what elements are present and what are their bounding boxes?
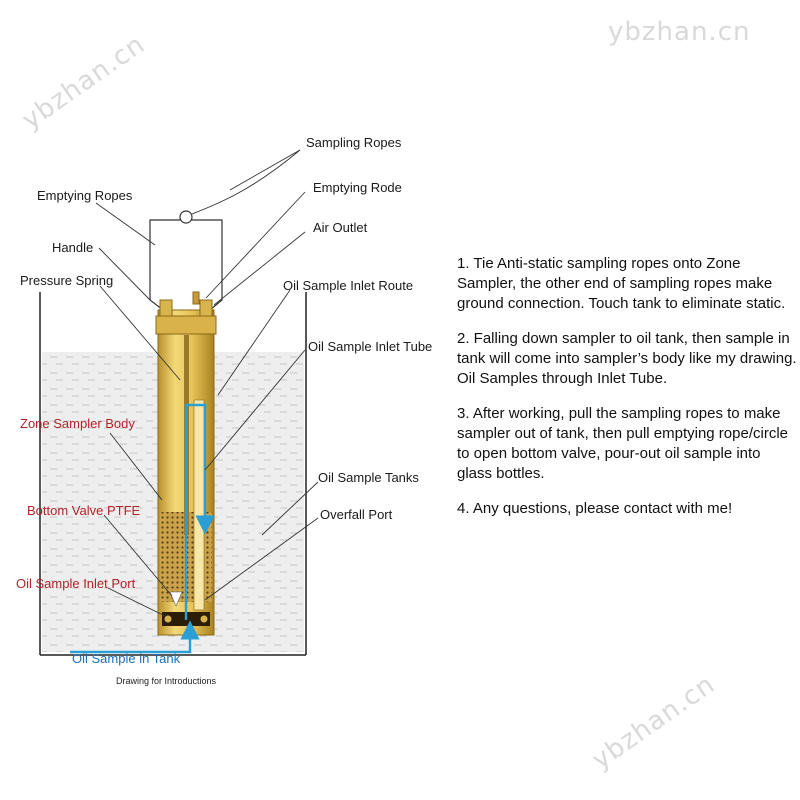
label-sampling-ropes: Sampling Ropes xyxy=(306,135,402,150)
bottom-valve xyxy=(169,591,183,607)
instruction-step-1: 1. Tie Anti-static sampling ropes onto Z… xyxy=(457,255,786,312)
label-handle: Handle xyxy=(52,240,93,255)
label-inlet-route: Oil Sample Inlet Route xyxy=(283,278,413,293)
leader-sampler-body xyxy=(109,432,163,501)
inlet-port-left xyxy=(164,615,172,623)
label-overfall-port: Overfall Port xyxy=(320,507,393,522)
flow-up-down-arrow xyxy=(184,403,215,620)
watermark-bottom: ybzhan.cn xyxy=(587,669,721,775)
leader-air-outlet xyxy=(213,231,306,306)
instruction-step-4: 4. Any questions, please contact with me… xyxy=(457,500,733,517)
instruction-step-3: 3. After working, pull the sampling rope… xyxy=(457,405,789,482)
label-oil-in-tank: Oil Sample in Tank xyxy=(72,651,181,666)
watermark-top: ybzhan.cn xyxy=(608,17,750,47)
label-emptying-rode: Emptying Rode xyxy=(313,180,402,195)
leader-emptying-ropes xyxy=(95,202,156,246)
air-outlet xyxy=(192,291,200,305)
flow-in-arrow xyxy=(70,620,200,654)
inlet-port-right xyxy=(200,615,208,623)
label-air-outlet: Air Outlet xyxy=(313,220,368,235)
leader-inlet-tube xyxy=(204,349,306,471)
watermark-left: ybzhan.cn xyxy=(17,29,151,135)
label-bottom-valve: Bottom Valve PTFE xyxy=(27,503,141,518)
top-cap xyxy=(155,315,217,335)
rope-ring-icon xyxy=(179,210,193,224)
leader-inlet-route xyxy=(217,289,291,396)
instruction-step-2: 2. Falling down sampler to oil tank, the… xyxy=(457,330,797,387)
leader-overfall-port xyxy=(204,517,319,601)
label-inlet-tube: Oil Sample Inlet Tube xyxy=(308,339,432,354)
label-inlet-port: Oil Sample Inlet Port xyxy=(16,576,136,591)
instructions-panel: 1. Tie Anti-static sampling ropes onto Z… xyxy=(457,254,797,534)
inlet-tube xyxy=(193,399,205,611)
handle xyxy=(149,149,301,311)
sampling-rope-line xyxy=(191,149,301,215)
leader-lines xyxy=(95,149,319,617)
label-pressure-spring: Pressure Spring xyxy=(20,273,113,288)
oil-flow-path xyxy=(70,403,215,654)
label-zone-sampler-body: Zone Sampler Body xyxy=(20,416,135,431)
leader-pressure-spring xyxy=(99,285,181,381)
leader-bottom-valve xyxy=(103,514,173,597)
label-oil-sample-tanks: Oil Sample Tanks xyxy=(318,470,419,485)
leader-handle xyxy=(98,247,151,301)
leader-oil-tanks xyxy=(261,481,319,536)
leader-inlet-port xyxy=(107,587,166,617)
label-emptying-ropes: Emptying Ropes xyxy=(37,188,133,203)
left-post xyxy=(159,299,173,317)
figure-caption: Drawing for Introductions xyxy=(116,676,217,686)
leader-sampling-ropes xyxy=(229,149,301,191)
leader-emptying-rode xyxy=(205,191,306,299)
right-post xyxy=(199,299,213,317)
